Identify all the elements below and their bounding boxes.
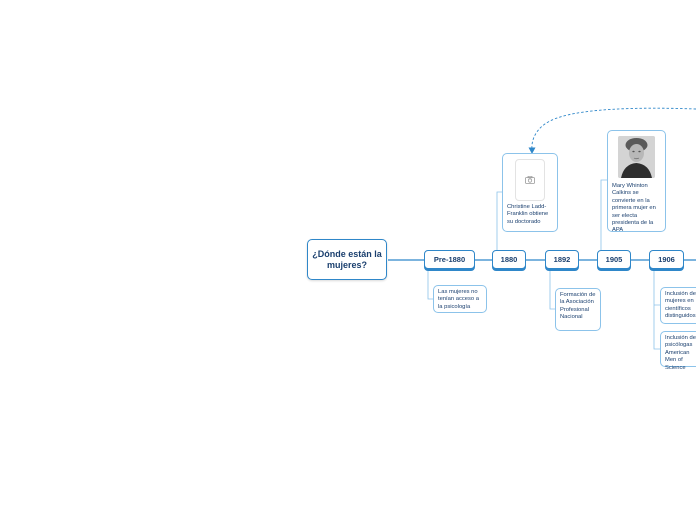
central-topic[interactable]: ¿Dónde están la mujeres?: [307, 239, 387, 280]
image-placeholder[interactable]: [515, 159, 545, 201]
note-calkins[interactable]: Mary Whinton Calkins se convierte en la …: [607, 130, 666, 232]
timeline-node-1880[interactable]: 1880: [492, 250, 526, 269]
timeline-node-label: 1880: [501, 255, 518, 264]
note-text: Inclusión de mujeres en científicos dist…: [665, 291, 696, 321]
timeline-node-label: Pre-1880: [434, 255, 465, 264]
timeline-node-label: 1906: [658, 255, 675, 264]
portrait-image: [618, 136, 655, 178]
timeline-node-1892[interactable]: 1892: [545, 250, 579, 269]
timeline-node-1905[interactable]: 1905: [597, 250, 631, 269]
timeline-node-1906[interactable]: 1906: [649, 250, 684, 269]
note-ladd-franklin[interactable]: Christine Ladd-Franklin obtiene su docto…: [502, 153, 558, 232]
note-inclusion-psicologas[interactable]: Inclusión de psicólogas American Men of …: [660, 331, 696, 367]
note-asociacion[interactable]: Formación de la Asociación Profesional N…: [555, 288, 601, 331]
note-pre1880[interactable]: Las mujeres no tenían acceso a la psicol…: [433, 285, 487, 313]
note-text: Las mujeres no tenían acceso a la psicol…: [438, 289, 482, 311]
note-text: Inclusión de psicólogas American Men of …: [665, 335, 696, 372]
central-topic-label: ¿Dónde están la mujeres?: [312, 249, 382, 271]
camera-icon: [525, 176, 535, 184]
note-text: Formación de la Asociación Profesional N…: [560, 292, 596, 322]
timeline-node-pre1880[interactable]: Pre-1880: [424, 250, 475, 269]
timeline-node-label: 1892: [554, 255, 571, 264]
timeline-node-label: 1905: [606, 255, 623, 264]
note-text: Christine Ladd-Franklin obtiene su docto…: [507, 204, 553, 226]
note-inclusion-cientificos[interactable]: Inclusión de mujeres en científicos dist…: [660, 287, 696, 324]
note-text: Mary Whinton Calkins se convierte en la …: [612, 183, 661, 235]
